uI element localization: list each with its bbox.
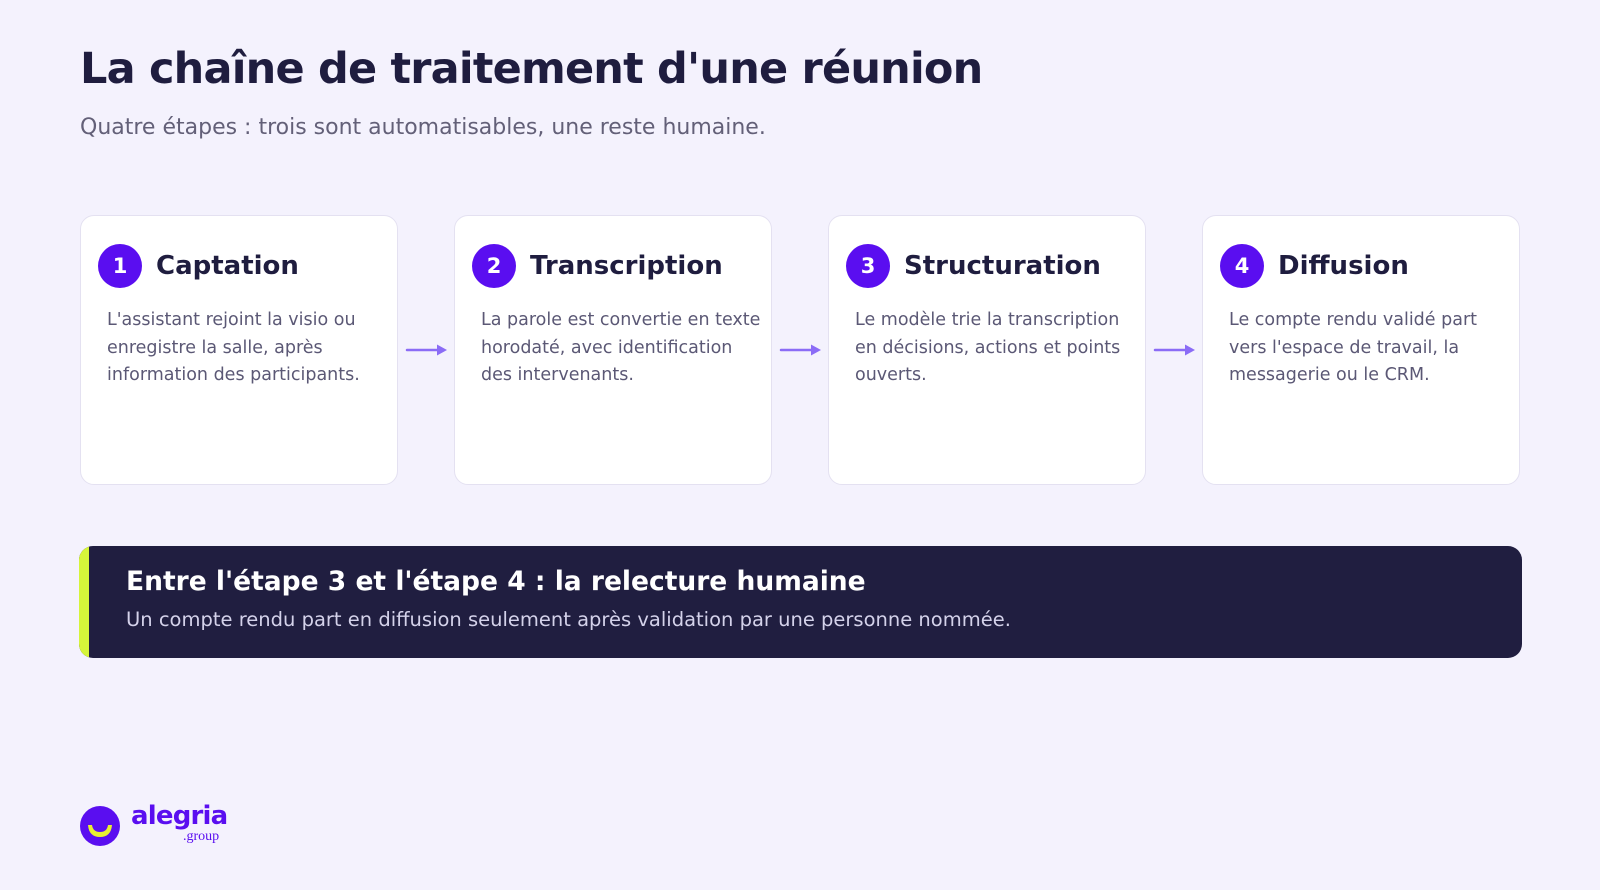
step-header: 2 Transcription bbox=[472, 244, 723, 288]
step-description: Le modèle trie la transcription en décis… bbox=[855, 310, 1121, 385]
step-number-badge: 3 bbox=[846, 244, 890, 288]
step-header: 4 Diffusion bbox=[1220, 244, 1409, 288]
step-number-badge: 2 bbox=[472, 244, 516, 288]
process-steps: 1 Captation L'assistant rejoint la visio… bbox=[80, 215, 1522, 485]
step-card-diffusion: 4 Diffusion Le compte rendu validé part … bbox=[1202, 215, 1520, 485]
step-title: Captation bbox=[156, 251, 299, 281]
logo-name: alegria bbox=[131, 801, 228, 831]
logo-suffix: .group bbox=[183, 829, 220, 844]
step-card-transcription: 2 Transcription La parole est convertie … bbox=[454, 215, 772, 485]
banner-text: Un compte rendu part en diffusion seulem… bbox=[126, 608, 1011, 631]
page-subtitle: Quatre étapes : trois sont automatisable… bbox=[80, 115, 766, 140]
step-header: 1 Captation bbox=[98, 244, 299, 288]
arrow-right-icon bbox=[779, 344, 821, 356]
arrow-right-icon bbox=[1153, 344, 1195, 356]
alegria-logo-icon bbox=[80, 806, 120, 846]
step-header: 3 Structuration bbox=[846, 244, 1101, 288]
banner-title: Entre l'étape 3 et l'étape 4 : la relect… bbox=[126, 566, 866, 597]
logo-wordmark: alegria .group bbox=[131, 801, 231, 847]
step-card-structuration: 3 Structuration Le modèle trie la transc… bbox=[828, 215, 1146, 485]
step-number-badge: 4 bbox=[1220, 244, 1264, 288]
step-description: L'assistant rejoint la visio ou enregist… bbox=[107, 310, 360, 385]
page-title: La chaîne de traitement d'une réunion bbox=[80, 44, 983, 94]
step-title: Structuration bbox=[904, 251, 1101, 281]
step-description: Le compte rendu validé part vers l'espac… bbox=[1229, 310, 1478, 385]
step-card-captation: 1 Captation L'assistant rejoint la visio… bbox=[80, 215, 398, 485]
arrow-right-icon bbox=[405, 344, 447, 356]
step-title: Transcription bbox=[530, 251, 723, 281]
step-description: La parole est convertie en texte horodat… bbox=[481, 310, 761, 385]
step-title: Diffusion bbox=[1278, 251, 1409, 281]
alegria-logo: alegria .group bbox=[80, 801, 231, 847]
step-number-badge: 1 bbox=[98, 244, 142, 288]
human-review-banner: Entre l'étape 3 et l'étape 4 : la relect… bbox=[79, 546, 1522, 658]
banner-accent-bar bbox=[79, 546, 89, 658]
